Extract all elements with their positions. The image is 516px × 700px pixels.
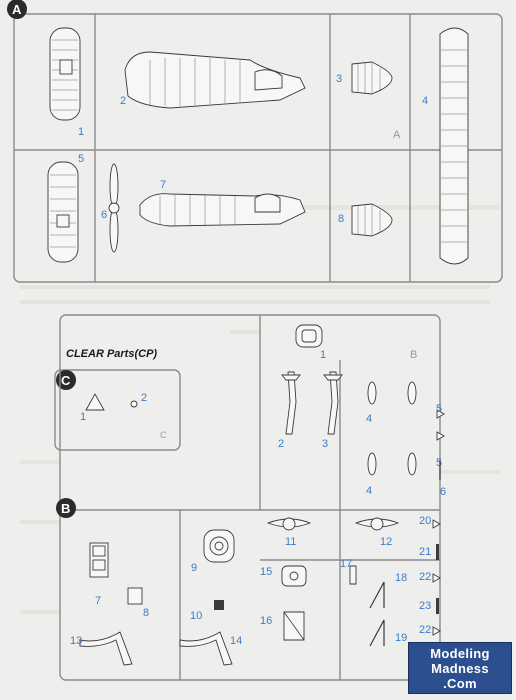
part-fuselage-a2 <box>124 51 306 109</box>
part-b12 <box>354 517 400 531</box>
part-b21 <box>436 544 439 560</box>
sprue-c-letter: C <box>160 430 167 440</box>
sprue-a: A 1 2 3 <box>13 13 503 283</box>
part-panel-b1 <box>295 324 323 348</box>
part-lens-c2 <box>130 400 138 408</box>
label-b15: 15 <box>260 566 272 578</box>
part-propeller-a6 <box>108 163 120 253</box>
part-strut-b18 <box>369 581 385 609</box>
watermark-line-2: Madness <box>431 660 489 676</box>
part-cowling-a8 <box>351 203 393 237</box>
part-axle-b14 <box>179 631 233 666</box>
label-b12: 12 <box>380 536 392 548</box>
label-b4-bottom: 4 <box>366 485 372 497</box>
label-b23: 23 <box>419 600 431 612</box>
label-a8: 8 <box>338 213 344 225</box>
label-b13: 13 <box>70 635 82 647</box>
part-b23 <box>436 598 439 614</box>
watermark-line-3: .Com <box>443 675 477 691</box>
label-b5-top: 5 <box>436 403 442 415</box>
part-b11 <box>266 517 312 531</box>
label-b18: 18 <box>395 572 407 584</box>
sprue-c-frame <box>54 369 181 451</box>
part-b17 <box>349 565 357 585</box>
svg-text:A: A <box>12 2 22 17</box>
label-a2: 2 <box>120 95 126 107</box>
label-b2: 2 <box>278 438 284 450</box>
label-b22-top: 22 <box>419 571 431 583</box>
part-axle-b13 <box>79 631 133 666</box>
label-b10: 10 <box>190 610 202 622</box>
label-c2: 2 <box>141 392 147 404</box>
label-a1: 1 <box>78 126 84 138</box>
part-b22 <box>432 573 441 636</box>
modelingmadness-watermark: Modeling Madness .Com <box>408 642 512 694</box>
label-b1: 1 <box>320 349 326 361</box>
label-b11: 11 <box>285 536 296 548</box>
sprue-b-frame <box>59 314 441 681</box>
label-a3: 3 <box>336 73 342 85</box>
part-upper-wing-a5 <box>47 161 79 263</box>
sprue-a-frame <box>13 13 503 283</box>
clear-parts-title: CLEAR Parts(CP) <box>66 348 157 360</box>
part-b16 <box>283 611 305 641</box>
label-b20: 20 <box>419 515 431 527</box>
part-lower-wing-a4 <box>439 27 469 265</box>
label-b21: 21 <box>419 546 431 558</box>
part-fuselage-a7 <box>139 193 306 227</box>
label-b14: 14 <box>230 635 242 647</box>
label-b8: 8 <box>143 607 149 619</box>
part-engine-b9 <box>203 529 235 563</box>
part-b15 <box>281 565 307 587</box>
label-b16: 16 <box>260 615 272 627</box>
sprue-b: B 1 2 3 4 4 <box>56 314 446 681</box>
watermark-line-1: Modeling <box>430 645 490 661</box>
svg-text:C: C <box>61 373 71 388</box>
part-cowling-a3 <box>351 61 393 95</box>
label-a5: 5 <box>78 153 84 165</box>
label-b17: 17 <box>340 558 352 570</box>
sprue-c: CLEAR Parts(CP) C 1 2 C <box>54 348 181 451</box>
svg-text:B: B <box>61 501 70 516</box>
label-a6: 6 <box>101 209 107 221</box>
sprue-b-letter: B <box>410 349 417 361</box>
part-strut-b3 <box>323 371 343 435</box>
sprue-b-badge: B <box>56 498 76 518</box>
sprue-a-badge: A <box>7 0 27 19</box>
label-a4: 4 <box>422 95 428 107</box>
part-control-b5 <box>436 409 445 441</box>
sprue-c-badge: C <box>56 370 76 390</box>
label-b4-top: 4 <box>366 413 372 425</box>
part-b8 <box>127 587 143 605</box>
label-b19: 19 <box>395 632 407 644</box>
part-upper-wing-a1 <box>49 27 81 121</box>
part-wheel-b4-bottom <box>367 452 417 476</box>
label-b6: 6 <box>440 486 446 498</box>
part-strut-b19 <box>369 619 385 647</box>
sprue-a-letter: A <box>393 129 401 141</box>
part-windscreen-c1 <box>85 393 105 411</box>
part-b20 <box>432 519 441 529</box>
label-b5-bottom: 5 <box>436 457 442 469</box>
label-b9: 9 <box>191 562 197 574</box>
part-grille-b10 <box>214 600 224 610</box>
part-wheel-b4-top <box>367 381 417 405</box>
background-text-ghost <box>20 205 500 614</box>
label-a7: 7 <box>160 179 166 191</box>
label-b3: 3 <box>322 438 328 450</box>
part-seat-b7 <box>89 542 109 578</box>
label-c1: 1 <box>80 411 86 423</box>
label-b22-bottom: 22 <box>419 624 431 636</box>
part-strut-b2 <box>281 371 301 435</box>
label-b7: 7 <box>95 595 101 607</box>
